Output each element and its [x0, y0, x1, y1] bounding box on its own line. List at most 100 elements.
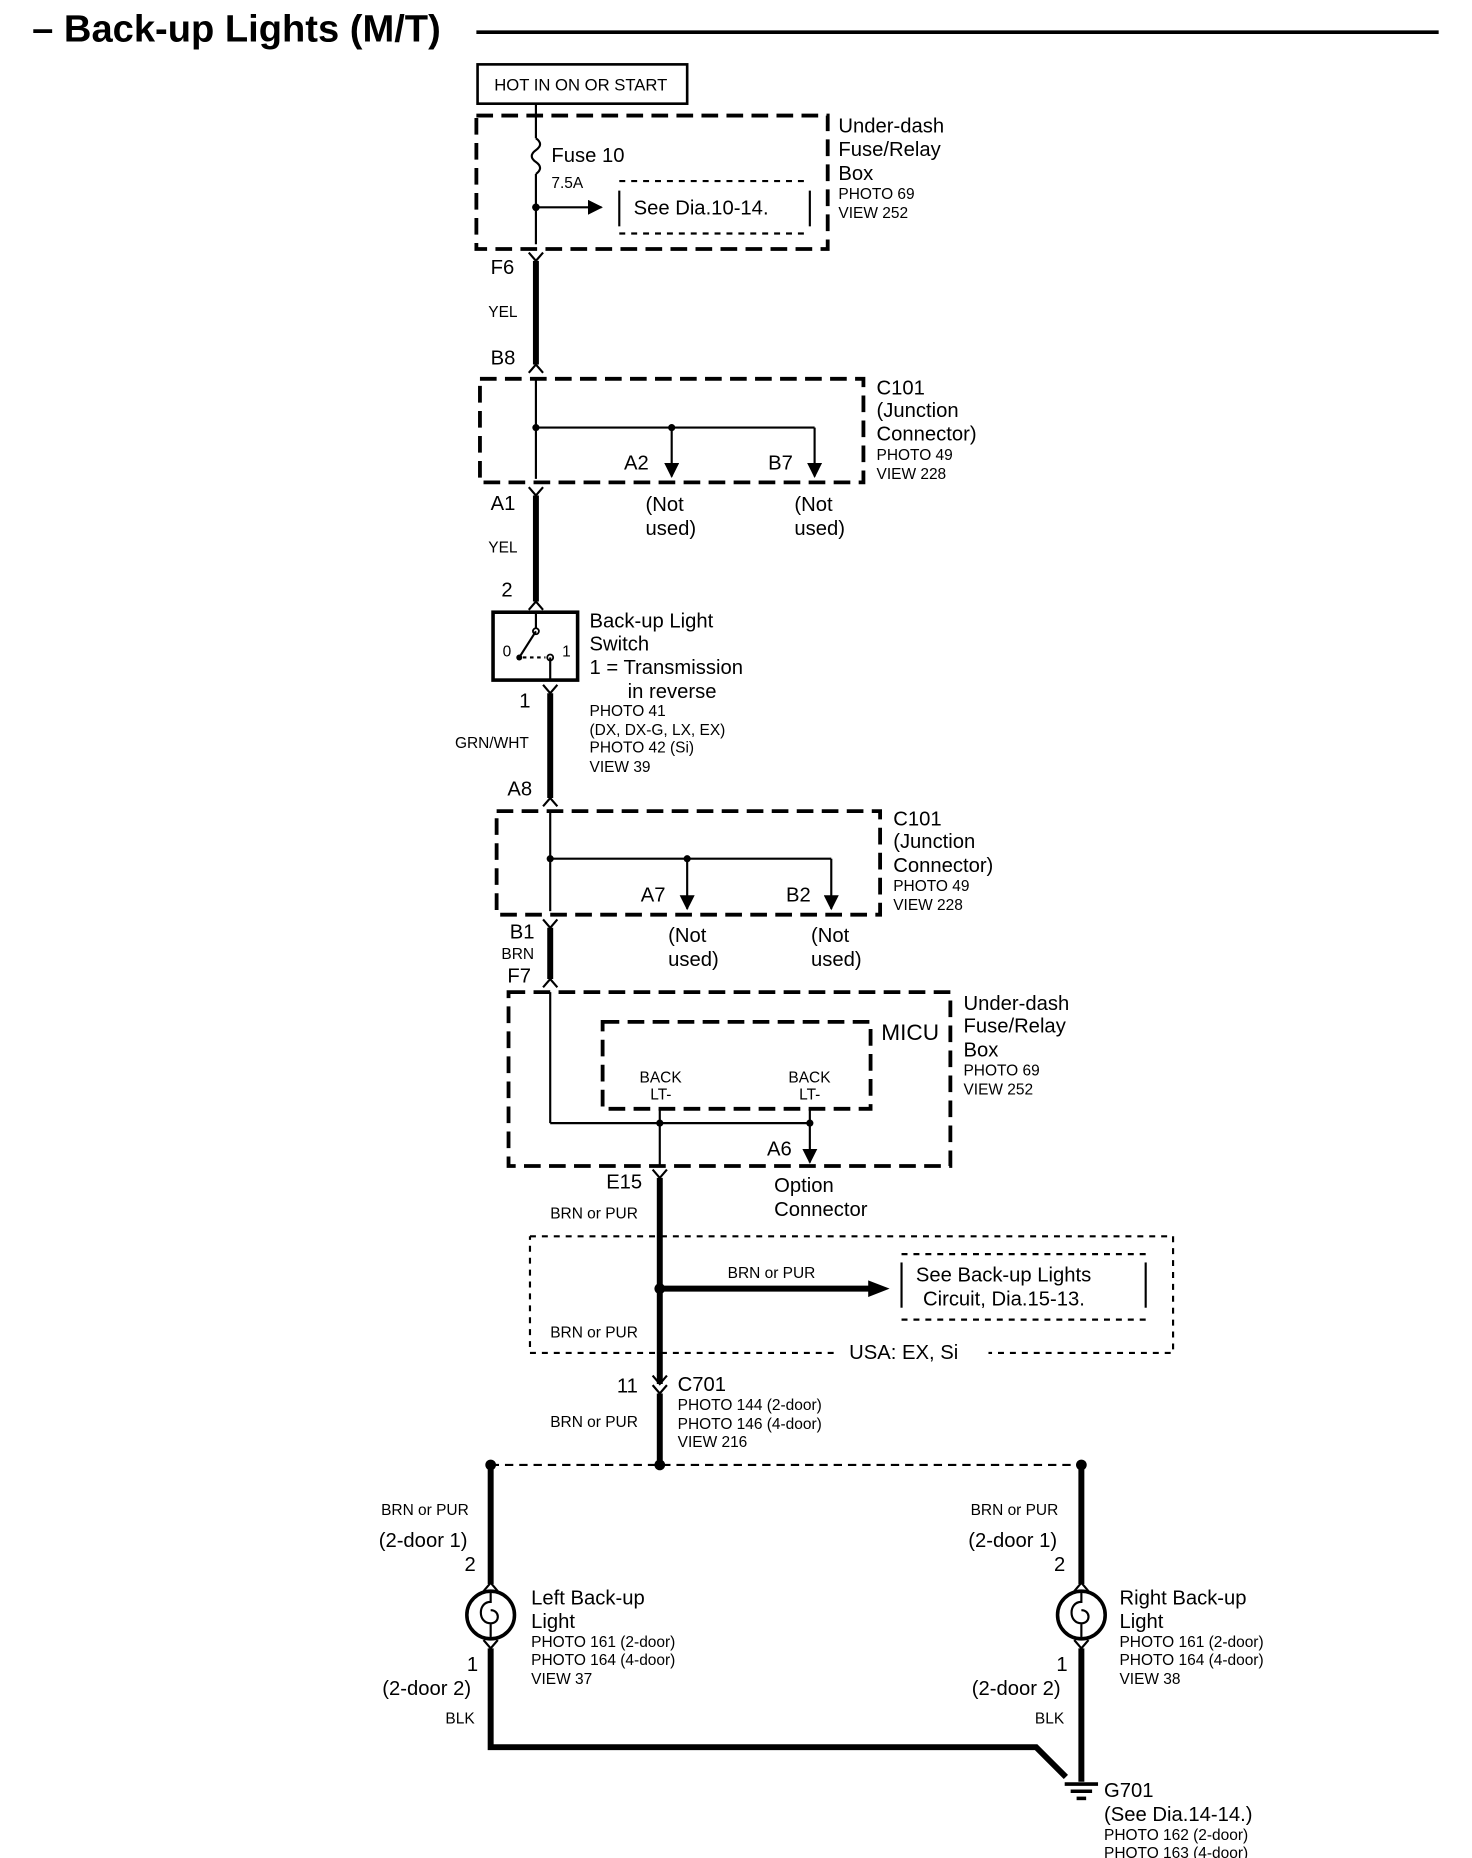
c101-second-b2-notused-2: used)	[811, 949, 862, 971]
pin-a1-symbol	[527, 486, 544, 498]
right-light-view: VIEW 38	[1119, 1671, 1180, 1688]
fusebox-bottom-view: VIEW 252	[963, 1082, 1033, 1099]
micu-back-lt-right-1: BACK	[788, 1070, 831, 1087]
fusebox-bottom-photo: PHOTO 69	[963, 1062, 1039, 1079]
ground-name: G701	[1104, 1780, 1154, 1802]
c101-first-a2-label: A2	[624, 452, 649, 474]
usa-branch-arrow	[868, 1280, 890, 1297]
left-light-door-bottom: (2-door 2)	[382, 1678, 471, 1700]
pin-a8-label: A8	[507, 779, 532, 801]
micu-back-lt-right-2: LT-	[799, 1086, 820, 1103]
micu-outline	[600, 1019, 873, 1111]
left-light-photo-2: PHOTO 164 (4-door)	[531, 1652, 675, 1669]
wire-brn-color: BRN	[501, 946, 534, 963]
left-light-pin-top-symbol	[482, 1581, 499, 1592]
switch-state-2: in reverse	[628, 681, 717, 703]
pin-e15-symbol	[651, 1168, 668, 1180]
pin-f7-symbol	[542, 977, 559, 989]
right-backup-light: BRN or PUR (2-door 1) 2 Right Back-up Li…	[968, 1464, 1264, 1727]
c101-first-b7-notused-1: (Not	[794, 494, 833, 516]
switch-photo-1: PHOTO 41	[590, 703, 666, 720]
pin-b1-label: B1	[510, 922, 535, 944]
micu-back-lt-left-1: BACK	[640, 1070, 683, 1087]
switch-pin-2-label: 2	[501, 580, 512, 602]
pin-a1-label: A1	[491, 493, 516, 515]
fuse-rating: 7.5A	[551, 175, 584, 192]
fusebox-top-outline	[474, 113, 830, 251]
pin-b8-symbol	[527, 362, 544, 374]
ground-photo-1: PHOTO 162 (2-door)	[1104, 1827, 1248, 1844]
left-light-door-top: (2-door 1)	[379, 1530, 468, 1552]
right-light-pin-top: 2	[1054, 1554, 1065, 1576]
fusebox-bottom-name-2: Fuse/Relay	[963, 1016, 1066, 1038]
switch-pos-0: 0	[503, 643, 512, 660]
c101-second-name-3: Connector)	[893, 855, 993, 877]
c101-first-a2-notused-1: (Not	[645, 494, 684, 516]
switch-name-2: Switch	[590, 633, 650, 655]
c101-first-name-2: (Junction	[877, 400, 959, 422]
switch-photo-2: (DX, DX-G, LX, EX)	[590, 722, 726, 739]
c101-second-a7-label: A7	[641, 885, 666, 907]
usa-see-ref-2: Circuit, Dia.15-13.	[923, 1288, 1085, 1310]
fuse-10-symbol	[530, 137, 542, 175]
c701-photo-1: PHOTO 144 (2-door)	[678, 1397, 822, 1414]
fusebox-top-view: VIEW 252	[838, 205, 908, 222]
micu-label: MICU	[881, 1020, 939, 1045]
left-light-ground-color: BLK	[445, 1710, 475, 1727]
left-light-wire-color: BRN or PUR	[381, 1502, 469, 1519]
left-light-pin-bottom: 1	[467, 1654, 478, 1676]
switch-name-1: Back-up Light	[590, 611, 714, 633]
left-light-photo-1: PHOTO 161 (2-door)	[531, 1634, 675, 1651]
right-light-wire-color: BRN or PUR	[971, 1502, 1059, 1519]
usa-lower-color: BRN or PUR	[550, 1324, 638, 1341]
left-ground-wire	[487, 1648, 1068, 1780]
right-light-ground-color: BLK	[1035, 1710, 1065, 1727]
usa-box-outline-bottom	[528, 1236, 834, 1355]
split-center-dot	[654, 1459, 666, 1471]
fusebox-bottom-name-1: Under-dash	[963, 993, 1069, 1015]
diagram-title: – Back-up Lights (M/T)	[32, 9, 1439, 51]
c101-first-name-1: C101	[877, 377, 925, 399]
right-light-name-2: Light	[1119, 1611, 1163, 1633]
fuse-label: Fuse 10	[551, 145, 624, 167]
fusebox-top: Fuse 10 7.5A See Dia.10-14. Under-dash F…	[474, 113, 944, 251]
right-light-pin-bottom-symbol	[1073, 1639, 1090, 1650]
right-bulb-filament	[1070, 1591, 1090, 1639]
usa-see-ref-1: See Back-up Lights	[916, 1265, 1091, 1287]
c701-name: C701	[678, 1374, 726, 1396]
usa-box-outline-top	[529, 1235, 1175, 1355]
ground-g701: G701 (See Dia.14-14.) PHOTO 162 (2-door)…	[1064, 1780, 1252, 1858]
c701-connector: 11 C701 PHOTO 144 (2-door) PHOTO 146 (4-…	[550, 1374, 822, 1465]
c101-second-photo: PHOTO 49	[893, 878, 969, 895]
fusebox-bottom-outline	[506, 990, 953, 1168]
c101-first-photo: PHOTO 49	[877, 447, 953, 464]
pin-f6-label: F6	[491, 257, 515, 279]
fusebox-bottom-name-3: Box	[963, 1039, 998, 1061]
right-light-door-top: (2-door 1)	[968, 1530, 1057, 1552]
c101-second-view: VIEW 228	[893, 897, 963, 914]
fusebox-top-name-2: Fuse/Relay	[838, 139, 941, 161]
right-light-door-bottom: (2-door 2)	[972, 1678, 1061, 1700]
c101-second-name-1: C101	[893, 808, 941, 830]
backup-light-switch: 0 1 Back-up Light Switch 1 = Transmissio…	[491, 610, 744, 776]
switch-state-1: 1 = Transmission	[590, 657, 744, 679]
switch-contact-0	[516, 654, 523, 661]
fusebox-bottom: MICU BACK LT- BACK LT- Under-dash Fuse/R…	[506, 990, 1069, 1221]
c101-first-b7-label: B7	[768, 452, 793, 474]
c101-second: A7 B2 (Not used) (Not used) C101 (Juncti…	[494, 808, 993, 971]
wire-grnwht-color: GRN/WHT	[455, 735, 529, 752]
switch-photo-3: PHOTO 42 (Si)	[590, 740, 695, 757]
c101-second-a7-notused-2: used)	[668, 949, 719, 971]
power-source-box	[476, 63, 689, 105]
pin-b8-label: B8	[491, 347, 516, 369]
left-light-name-2: Light	[531, 1611, 575, 1633]
left-backup-light: BRN or PUR (2-door 1) 2 Left Back-up Lig…	[379, 1464, 675, 1727]
c101-first-a2-notused-2: used)	[645, 518, 696, 540]
right-light-photo-1: PHOTO 161 (2-door)	[1119, 1634, 1263, 1651]
ground-photo-2: PHOTO 163 (4-door)	[1104, 1845, 1248, 1858]
left-light-name-1: Left Back-up	[531, 1587, 645, 1609]
pin-e15-label: E15	[606, 1172, 642, 1194]
option-connector-2: Connector	[774, 1199, 868, 1221]
pin-f6-symbol	[527, 251, 544, 263]
